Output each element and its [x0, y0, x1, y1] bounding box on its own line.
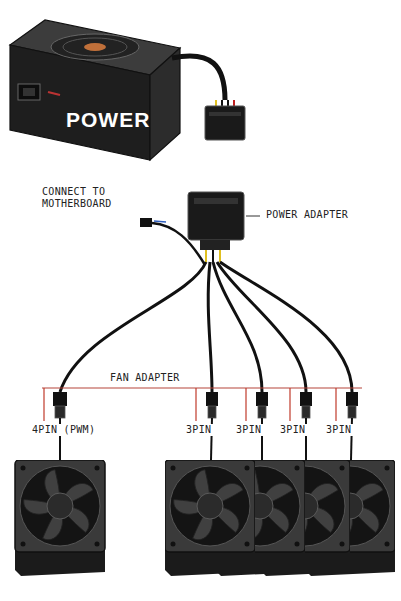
pin-label: 4PIN (PWM) — [30, 424, 97, 436]
part-name: FAN ADAPTER — [108, 372, 182, 384]
brand-text: POWER — [66, 108, 151, 131]
pin-label: 3PIN — [324, 424, 353, 436]
connector-note: CONNECT TO MOTHERBOARD — [40, 186, 124, 210]
pin-label: 3PIN — [184, 424, 213, 436]
part-name: POWER ADAPTER — [264, 209, 350, 221]
pin-label: 3PIN — [234, 424, 263, 436]
psu-front-label: POWER — [62, 106, 155, 134]
pin-label: 3PIN — [278, 424, 307, 436]
